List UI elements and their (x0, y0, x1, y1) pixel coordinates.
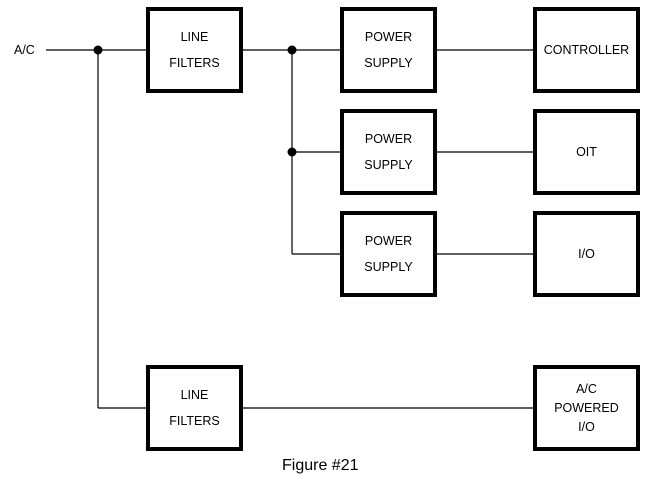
ac-powered-io-block: A/C POWERED I/O (533, 365, 640, 451)
junction-dot (287, 45, 297, 55)
oit-block: OIT (533, 109, 640, 195)
block-label: SUPPLY (364, 260, 413, 274)
block-label: CONTROLLER (543, 43, 630, 57)
figure-caption: Figure #21 (282, 457, 359, 474)
block-label: SUPPLY (364, 158, 413, 172)
ac-input-label: A/C (14, 43, 35, 57)
io-block: I/O (533, 211, 640, 297)
block-label: I/O (578, 420, 595, 434)
block-label: LINE (180, 30, 209, 44)
power-supply-block-3: POWER SUPPLY (340, 211, 437, 297)
power-supply-block-2: POWER SUPPLY (340, 109, 437, 195)
block-label: SUPPLY (364, 56, 413, 70)
block-label: LINE (180, 388, 209, 402)
controller-block: CONTROLLER (533, 7, 640, 93)
block-label: A/C (576, 382, 597, 396)
line-filters-block-1: LINE FILTERS (146, 7, 243, 93)
block-label: POWER (364, 234, 413, 248)
block-label: OIT (576, 145, 597, 159)
block-label: POWERED (554, 401, 619, 415)
block-label: POWER (364, 30, 413, 44)
block-label: FILTERS (169, 414, 220, 428)
junction-dot (93, 45, 103, 55)
block-label: FILTERS (169, 56, 220, 70)
block-label: I/O (578, 247, 595, 261)
block-label: POWER (364, 132, 413, 146)
junction-dot (287, 147, 297, 157)
power-supply-block-1: POWER SUPPLY (340, 7, 437, 93)
line-filters-block-2: LINE FILTERS (146, 365, 243, 451)
